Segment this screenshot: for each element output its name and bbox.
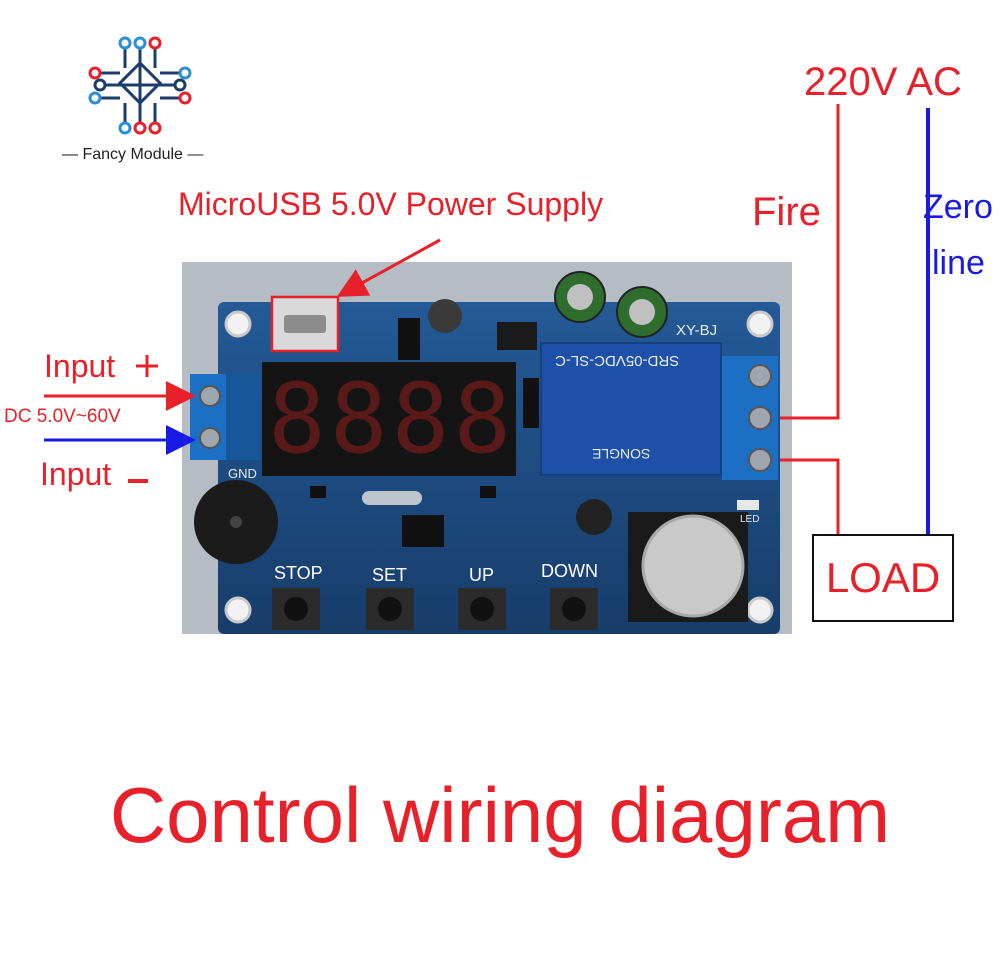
input-plus-label: Input <box>44 348 116 384</box>
load-box: LOAD <box>812 534 954 622</box>
fire-label: Fire <box>752 190 821 234</box>
fancy-module-logo <box>88 36 192 135</box>
mounting-hole <box>746 596 774 624</box>
board-model: XY-BJ <box>676 322 718 339</box>
down-button[interactable] <box>550 588 598 630</box>
input-minus-label: Input <box>40 456 112 492</box>
mounting-hole <box>746 310 774 338</box>
brand-name: — Fancy Module — <box>62 146 204 163</box>
dc-range-label: DC 5.0V~60V <box>4 406 121 427</box>
relay-brand: SONGLE <box>592 446 651 462</box>
crystal <box>362 491 422 505</box>
ac-voltage-label: 220V AC <box>804 60 962 104</box>
mounting-hole <box>224 596 252 624</box>
usb-power-label: MicroUSB 5.0V Power Supply <box>178 186 604 222</box>
relay-model: SRD-05VDC-SL-C <box>555 352 680 369</box>
stop-button-label: STOP <box>274 563 323 583</box>
ic-chip <box>497 322 537 350</box>
plus-sign <box>136 355 158 377</box>
diagram-caption: Control wiring diagram <box>109 771 891 859</box>
coin-battery <box>641 514 745 618</box>
mounting-hole <box>224 310 252 338</box>
small-capacitor <box>576 499 612 535</box>
load-label: LOAD <box>825 554 941 601</box>
display-digits: 8888 <box>268 363 516 475</box>
up-button[interactable] <box>458 588 506 630</box>
zero-line-label-2: line <box>932 244 985 282</box>
stop-button[interactable] <box>272 588 320 630</box>
seven-segment-display <box>262 362 516 476</box>
down-button-label: DOWN <box>541 561 598 581</box>
zero-line-label-1: Zero <box>923 188 993 226</box>
set-button-label: SET <box>372 565 408 585</box>
fire-wire <box>780 104 840 420</box>
status-led <box>737 500 759 510</box>
usb-arrow <box>336 238 441 297</box>
ic-chip <box>398 318 420 360</box>
led-label: LED <box>740 514 760 525</box>
gnd-label: GND <box>228 466 257 481</box>
up-button-label: UP <box>469 565 495 585</box>
inductor <box>428 299 462 333</box>
relay <box>540 342 722 476</box>
load-wire <box>780 458 840 536</box>
ic-chip <box>402 515 444 547</box>
set-button[interactable] <box>366 588 414 630</box>
